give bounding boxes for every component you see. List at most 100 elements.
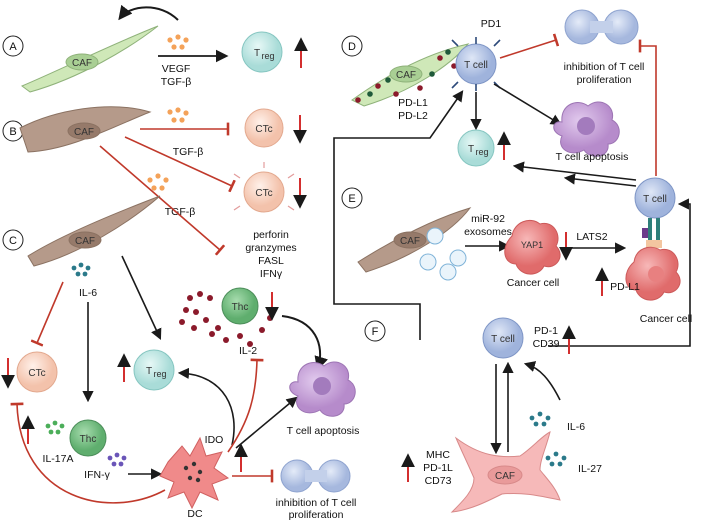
inhibition-cells-c [280,459,351,493]
lats2-label: LATS2 [576,231,607,243]
b-thc-inhibit [99,145,226,256]
il6-dots-c [71,262,91,277]
c-ctc-inhibit [30,281,64,347]
dc-ctc-inhibit [10,402,166,504]
pdl1-label-d: PD-L1 [398,97,428,109]
cancer-cell-yap1: YAP1 [504,220,561,275]
inhibition-label-c2: proliferation [289,509,344,521]
svg-text:T cell: T cell [643,194,667,205]
dc-apoptosis-arrow [235,396,298,449]
il27-label: IL-27 [578,463,602,475]
svg-text:CAF: CAF [74,127,94,138]
svg-text:E: E [348,193,355,205]
cancer-cell-label-2: Cancer cell [640,313,693,325]
svg-text:T cell: T cell [491,334,515,345]
il6-label-f: IL-6 [567,421,585,433]
caf-cell-e: CAF [357,207,472,273]
cancer-cell-label-1: Cancer cell [507,277,560,289]
receptor-complex [642,218,662,248]
ifng-dots [107,452,127,467]
svg-text:CAF: CAF [400,236,420,247]
svg-text:CAF: CAF [396,70,416,81]
pdl1-label-e: PD-L1 [610,281,640,293]
svg-text:reg: reg [153,369,166,379]
thc-cell-c: Thc [69,419,107,457]
treg-cell-c: T reg [133,349,175,391]
svg-text:B: B [9,126,16,138]
svg-text:C: C [9,235,17,247]
b-ctc-inhibit-2 [124,136,236,193]
cd39-label-f: CD39 [533,338,560,350]
exosomes-label: exosomes [464,226,512,238]
il6-dots-f [529,411,551,427]
ifng-label-c: IFN-γ [84,469,110,481]
ctc-cell-b2: CTc [233,162,295,213]
pd1-label-f: PD-1 [534,325,558,337]
cancer-cell-e [625,246,681,301]
inhibition-label-d1: inhibition of T cell [564,61,645,73]
pd1-label-d: PD1 [481,18,502,30]
inhibition-label-c1: inhibition of T cell [276,497,357,509]
svg-text:CTc: CTc [255,188,272,199]
svg-text:CTc: CTc [28,368,45,379]
dc-treg-arrow [177,367,235,446]
il17a-dots [45,420,65,435]
inhibition-label-d2: proliferation [577,74,632,86]
apoptosis-label-d: T cell apoptosis [556,151,629,163]
dc-label: DC [187,508,203,520]
ctc-cell-b1: CTc [244,108,284,148]
svg-text:T: T [254,48,260,59]
f-to-e-connector [548,198,691,347]
pd1l-label: PD-1L [423,462,453,474]
mir92-label: miR-92 [471,213,505,225]
cytokine-tcell-arrow [523,361,561,401]
mhc-label: MHC [426,449,450,461]
tcell-f: T cell [482,317,524,359]
panel-label-a: A [2,35,24,57]
il2-dots [179,291,273,347]
svg-text:Thc: Thc [80,434,97,445]
svg-text:CTc: CTc [255,124,272,135]
svg-text:CAF: CAF [72,58,92,69]
dc-thc-inhibit [227,358,264,453]
caf-cell-d: CAF [351,43,470,107]
svg-text:YAP1: YAP1 [521,240,543,250]
apoptosis-label-c: T cell apoptosis [287,425,360,437]
caf-self-arrow [118,4,179,21]
svg-text:D: D [348,41,356,53]
granzymes-label: granzymes [245,242,296,254]
dc-cell [159,436,230,510]
apoptotic-tcell-d [553,101,620,157]
panel-label-c: C [2,229,24,251]
fasl-label: FASL [258,255,284,267]
caf-cell-a: CAF [21,25,159,93]
cytokine-dots-b2 [147,173,169,191]
il2-label: IL-2 [239,345,257,357]
d-apoptosis-arrow [493,83,562,126]
il2-apoptosis-arrow [281,315,328,371]
panel-label-b: B [2,120,24,142]
ido-label: IDO [205,434,224,446]
f-to-d-connector [333,90,464,340]
e-to-d-inhibit [638,39,657,176]
svg-text:T: T [146,366,152,377]
inhibition-cells-d [564,9,639,45]
il17a-label: IL-17A [43,453,74,465]
treg-cell-d: T reg [457,129,495,167]
tcell-e: T cell [634,177,676,219]
caf-cell-f: CAF [450,431,561,513]
svg-text:reg: reg [475,147,488,157]
panel-label-d: D [341,35,363,57]
thc-cell-il2: Thc [221,287,259,325]
treg-cell-a: T reg [241,31,283,73]
cytokine-dots-b1 [167,107,189,123]
il27-dots [545,451,567,467]
svg-text:T cell: T cell [464,60,488,71]
d-inhibition-line [499,33,560,59]
svg-text:F: F [372,326,379,338]
caf-cell-c: CAF [27,195,161,267]
apoptotic-tcell-c [289,361,356,417]
svg-text:CAF: CAF [495,471,515,482]
